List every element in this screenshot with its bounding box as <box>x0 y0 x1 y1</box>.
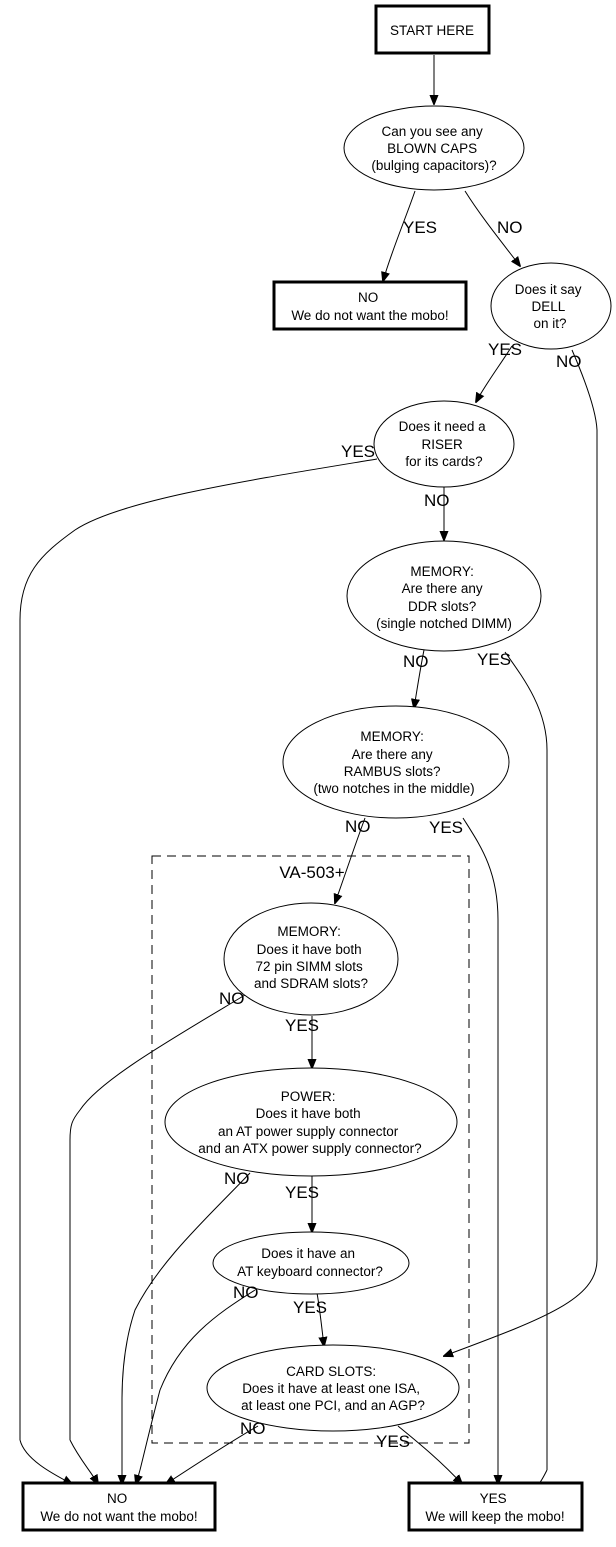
edges <box>19 55 598 1486</box>
label-simm-yes: YES <box>285 1016 319 1035</box>
edge-simm-no <box>69 994 246 1440</box>
label-kbd-no: NO <box>233 1283 259 1302</box>
node-riser-text: Does it need a RISER for its cards? <box>399 419 490 469</box>
node-simm-sdram: MEMORY: Does it have both 72 pin SIMM sl… <box>223 902 399 1016</box>
node-reject-bottom: NO We do not want the mobo! <box>21 1481 217 1532</box>
label-rambus-yes: YES <box>429 818 463 837</box>
cluster-label: VA-503+ <box>279 863 344 882</box>
edge-dell-yes <box>476 345 513 402</box>
edge-power-no <box>121 1172 251 1470</box>
edge-blown-yes <box>383 190 416 281</box>
node-keep: YES We will keep the mobo! <box>407 1481 584 1532</box>
node-reject-bottom-text: NO We do not want the mobo! <box>40 1491 197 1524</box>
label-ddr-yes: YES <box>477 650 511 669</box>
node-start: START HERE <box>374 4 491 55</box>
edge-riser-yes <box>19 458 378 1440</box>
edge-ddr-yes <box>504 651 548 1470</box>
edge-kbd-no <box>139 1289 256 1471</box>
node-simm-sdram-text: MEMORY: Does it have both 72 pin SIMM sl… <box>254 924 368 991</box>
node-dell: Does it say DELL on it? <box>490 262 612 350</box>
edge-kbd-yes <box>316 1292 324 1346</box>
edge-simm-no-end <box>69 1439 98 1484</box>
label-card-no: NO <box>240 1419 266 1438</box>
label-simm-no: NO <box>219 989 245 1008</box>
node-rambus: MEMORY: Are there any RAMBUS slots? (two… <box>282 705 510 819</box>
va-503-cluster <box>151 855 470 1444</box>
label-power-no: NO <box>224 1169 250 1188</box>
node-rambus-text: MEMORY: Are there any RAMBUS slots? (two… <box>313 729 474 796</box>
label-blown-yes: YES <box>403 218 437 237</box>
edge-riser-yes-end <box>19 1439 72 1484</box>
edge-blown-no <box>464 190 520 266</box>
edge-ddr-no <box>414 649 425 708</box>
node-power: POWER: Does it have both an AT power sup… <box>164 1067 458 1177</box>
edge-card-yes <box>397 1425 462 1484</box>
node-riser: Does it need a RISER for its cards? <box>373 400 515 488</box>
edge-rambus-yes <box>462 817 499 1484</box>
label-kbd-yes: YES <box>293 1298 327 1317</box>
edge-labels: YES NO YES NO YES NO NO YES NO YES NO YE… <box>219 218 582 1451</box>
node-ddr-text: MEMORY: Are there any DDR slots? (single… <box>376 564 512 631</box>
node-dell-text: Does it say DELL on it? <box>515 282 586 331</box>
label-ddr-no: NO <box>403 652 429 671</box>
label-riser-yes: YES <box>341 442 375 461</box>
node-blown-caps-text: Can you see any BLOWN CAPS (bulging capa… <box>371 124 496 173</box>
node-start-text: START HERE <box>390 23 474 38</box>
label-dell-no: NO <box>556 352 582 371</box>
node-power-text: POWER: Does it have both an AT power sup… <box>198 1089 421 1156</box>
node-keep-text: YES We will keep the mobo! <box>425 1491 564 1524</box>
edge-dell-no-curve <box>444 1259 598 1356</box>
node-card-slots-text: CARD SLOTS: Does it have at least one IS… <box>241 1364 425 1413</box>
label-dell-yes: YES <box>488 340 522 359</box>
label-blown-no: NO <box>497 218 523 237</box>
edge-rambus-no <box>335 817 366 903</box>
label-rambus-no: NO <box>345 817 371 836</box>
node-card-slots: CARD SLOTS: Does it have at least one IS… <box>206 1344 460 1432</box>
node-blown-caps: Can you see any BLOWN CAPS (bulging capa… <box>343 105 525 191</box>
node-keyboard: Does it have an AT keyboard connector? <box>212 1231 410 1295</box>
node-ddr: MEMORY: Are there any DDR slots? (single… <box>346 540 542 652</box>
node-keyboard-text: Does it have an AT keyboard connector? <box>237 1246 383 1279</box>
edge-dell-no <box>571 349 598 1260</box>
edge-card-no <box>166 1425 259 1484</box>
node-reject-top: NO We do not want the mobo! <box>272 280 468 331</box>
label-power-yes: YES <box>285 1183 319 1202</box>
node-reject-top-text: NO We do not want the mobo! <box>291 290 448 323</box>
label-card-yes: YES <box>376 1432 410 1451</box>
label-riser-no: NO <box>424 491 450 510</box>
